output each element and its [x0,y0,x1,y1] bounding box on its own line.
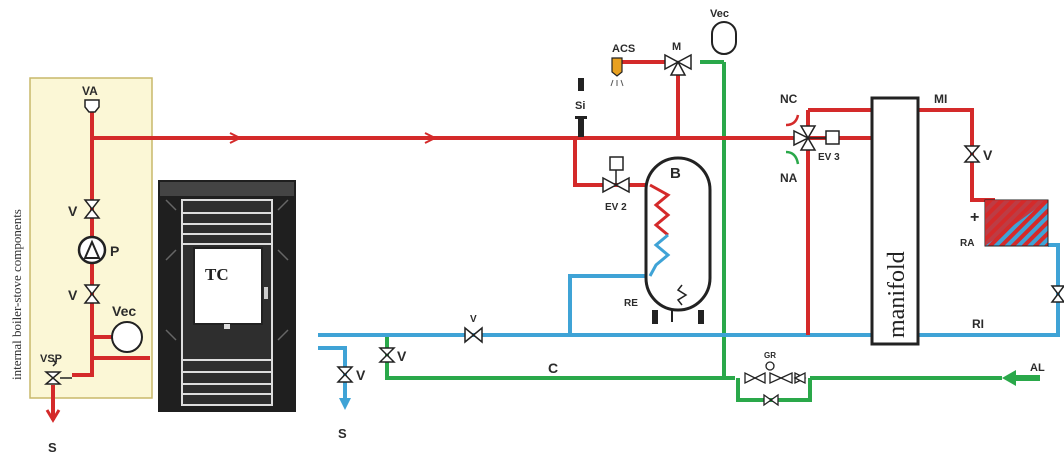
na-marker [785,150,800,165]
expansion-vessel-left [111,321,143,353]
valve-v-green [378,347,396,363]
mixing-valve-m [664,53,692,76]
filling-group-gr [744,361,807,407]
label-b-tank: B [670,165,681,182]
safety-device-si [575,78,587,137]
valve-v-lower [83,284,101,304]
valve-v-cold [464,326,483,344]
valve-v-right [963,145,981,163]
label-ev3: EV 3 [818,152,840,163]
label-manifold: manifold [884,251,910,338]
label-v-green: V [397,348,407,364]
label-acs: ACS [612,43,635,55]
label-si: Si [575,100,585,112]
solenoid-valve-ev2 [602,156,630,194]
label-ri: RI [972,317,984,331]
drain-arrow [339,398,351,410]
three-way-valve-ev3 [793,125,840,151]
flow-direction-arrows [229,132,438,144]
valve-v-drain [336,366,354,383]
label-na: NA [780,171,798,185]
label-gr: GR [764,351,776,360]
label-re: RE [624,298,638,309]
label-nc: NC [780,92,798,106]
label-v-right: V [983,147,993,163]
label-tc: TC [205,265,229,284]
hot-water-tank [644,156,712,324]
label-pump: P [110,243,119,259]
label-vsp: VSP [40,353,62,365]
valve-v-upper [83,199,101,219]
drain-funnel-left [45,409,61,423]
label-s-drain: S [338,426,347,441]
nc-marker [785,114,800,127]
label-plus: + [970,209,979,226]
pump-p [77,235,107,265]
label-v-lower: V [68,287,78,303]
mains-inlet-arrow [1002,370,1040,386]
acs-outlet [610,57,624,87]
label-m-valve: M [672,41,681,53]
label-mi: MI [934,92,947,106]
label-v-cold: V [470,314,477,325]
radiator-ra [984,199,1049,247]
label-ra: RA [960,238,974,249]
safety-valve-vsp [43,359,72,385]
label-al: AL [1030,362,1045,374]
air-vent-va [84,99,100,113]
label-ev2: EV 2 [605,202,627,213]
label-v-upper: V [68,203,78,219]
expansion-vessel-top [711,21,737,55]
label-v-drain: V [356,367,366,383]
valve-ri-right [1050,285,1064,303]
label-c-line: C [548,360,558,376]
label-vec-left: Vec [112,303,136,319]
label-s-left: S [48,440,57,455]
label-vec-top: Vec [710,8,729,20]
panel-caption: internal boiler-stove components [9,209,24,380]
manifold-box [870,96,920,346]
pellet-stove [158,180,296,412]
label-va: VA [82,84,98,98]
